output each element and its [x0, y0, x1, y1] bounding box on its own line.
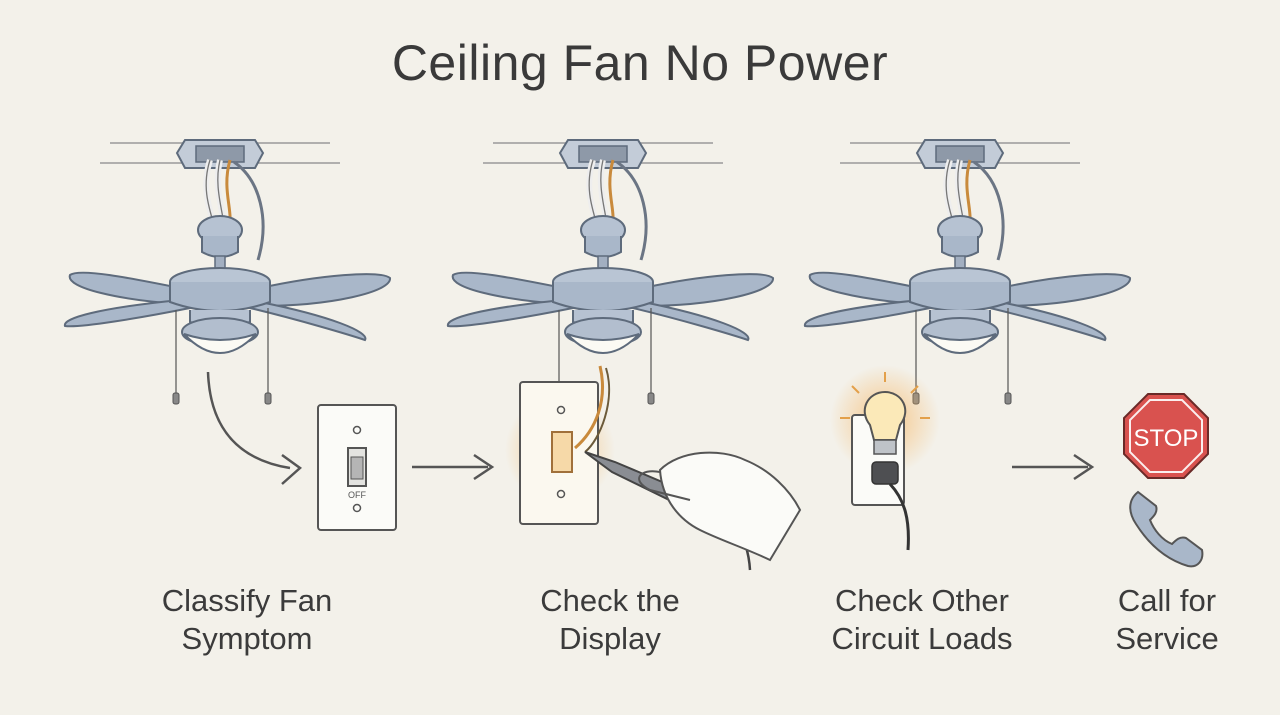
- wall-switch-icon: OFF: [317, 404, 397, 531]
- arrow-right-icon: [1012, 453, 1095, 481]
- stop-sign-text: STOP: [1134, 425, 1199, 452]
- curved-arrow-icon: [206, 371, 302, 485]
- arrow-right-icon: [412, 453, 495, 481]
- ceiling-fan-3: [805, 140, 1130, 404]
- light-bulb-icon: [830, 365, 940, 551]
- switch-off-text: OFF: [348, 490, 366, 500]
- ceiling-fan-2: [448, 140, 773, 404]
- outlet-tester-icon: [505, 365, 802, 571]
- ceiling-fan-1: [65, 140, 390, 404]
- phone-icon: [1129, 490, 1204, 568]
- diagram-title: Ceiling Fan No Power: [391, 35, 889, 91]
- stop-sign-icon: STOP: [1123, 393, 1209, 479]
